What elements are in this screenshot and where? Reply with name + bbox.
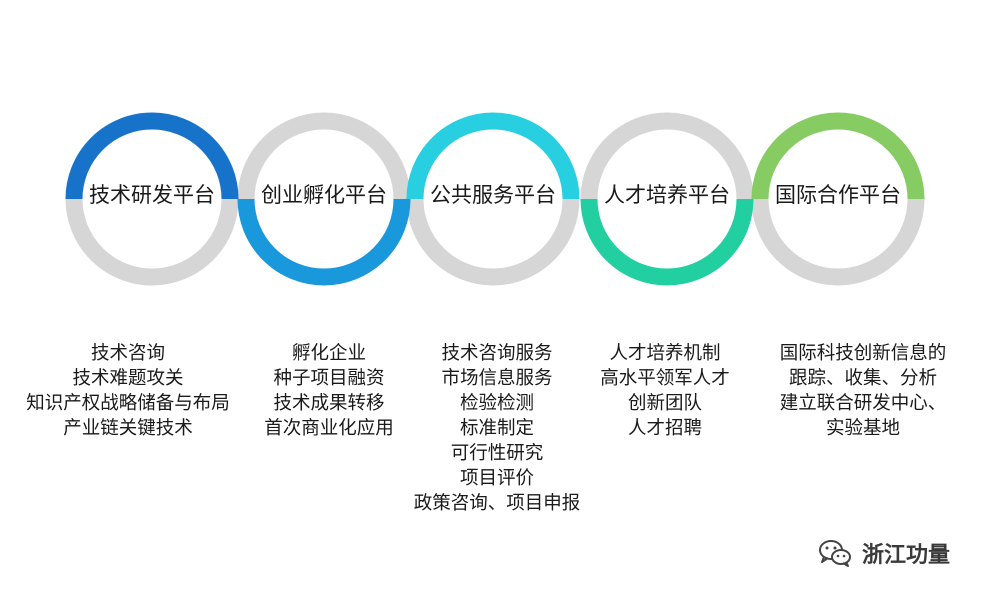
detail-item: 市场信息服务 bbox=[441, 368, 553, 389]
detail-item: 国际科技创新信息的 bbox=[779, 343, 947, 364]
detail-item: 孵化企业 bbox=[291, 343, 367, 364]
detail-item: 政策咨询、项目申报 bbox=[413, 493, 581, 514]
detail-item: 人才招聘 bbox=[627, 418, 703, 439]
ring-public-service-colored-half bbox=[406, 112, 580, 200]
detail-item: 技术咨询服务 bbox=[441, 343, 553, 364]
platform-details-international: 国际科技创新信息的 跟踪、收集、分析 建立联合研发中心、 实验基地 bbox=[780, 341, 947, 441]
platform-details-public-service: 技术咨询服务 市场信息服务 检验检测 标准制定 可行性研究 项目评价 政策咨询、… bbox=[414, 341, 581, 516]
ring-title-public-service: 公共服务平台 bbox=[427, 178, 559, 212]
brand-name: 浙江功量 bbox=[862, 543, 951, 568]
detail-item: 项目评价 bbox=[459, 468, 535, 489]
ring-international-colored-half bbox=[751, 112, 925, 200]
ring-international-gray-half bbox=[751, 198, 925, 286]
ring-talent-colored-half bbox=[580, 198, 754, 286]
detail-item: 首次商业化应用 bbox=[264, 418, 394, 439]
detail-item: 跟踪、收集、分析 bbox=[788, 368, 938, 389]
ring-rd-gray-half bbox=[65, 198, 239, 286]
ring-talent-gray-half bbox=[580, 112, 754, 200]
wechat-icon bbox=[819, 540, 851, 567]
detail-item: 高水平领军人才 bbox=[600, 368, 730, 389]
platform-details-rd: 技术咨询 技术难题攻关 知识产权战略储备与布局 产业链关键技术 bbox=[26, 341, 230, 441]
ring-title-incubation: 创业孵化平台 bbox=[258, 178, 390, 212]
platform-details-talent: 人才培养机制 高水平领军人才 创新团队 人才招聘 bbox=[600, 341, 730, 441]
ring-incubation-gray-half bbox=[237, 112, 411, 200]
detail-item: 可行性研究 bbox=[450, 443, 544, 464]
ring-title-rd: 技术研发平台 bbox=[86, 178, 218, 212]
ring-rd-colored-half bbox=[65, 112, 239, 200]
ring-public-service-gray-half bbox=[406, 198, 580, 286]
detail-item: 建立联合研发中心、 bbox=[779, 393, 947, 414]
brand-watermark: 浙江功量 bbox=[818, 535, 950, 571]
detail-item: 技术咨询 bbox=[90, 343, 166, 364]
detail-item: 知识产权战略储备与布局 bbox=[26, 393, 230, 414]
detail-item: 技术成果转移 bbox=[273, 393, 385, 414]
ring-title-international: 国际合作平台 bbox=[772, 178, 904, 212]
detail-item: 创新团队 bbox=[627, 393, 703, 414]
detail-item: 技术难题攻关 bbox=[72, 368, 184, 389]
detail-item: 检验检测 bbox=[459, 393, 535, 414]
detail-item: 标准制定 bbox=[459, 418, 535, 439]
ring-title-talent: 人才培养平台 bbox=[601, 178, 733, 212]
detail-item: 种子项目融资 bbox=[273, 368, 385, 389]
detail-item: 人才培养机制 bbox=[609, 343, 721, 364]
detail-item: 产业链关键技术 bbox=[63, 418, 193, 439]
detail-item: 实验基地 bbox=[825, 418, 901, 439]
platform-details-incubation: 孵化企业 种子项目融资 技术成果转移 首次商业化应用 bbox=[264, 341, 394, 441]
ring-incubation-colored-half bbox=[237, 198, 411, 286]
